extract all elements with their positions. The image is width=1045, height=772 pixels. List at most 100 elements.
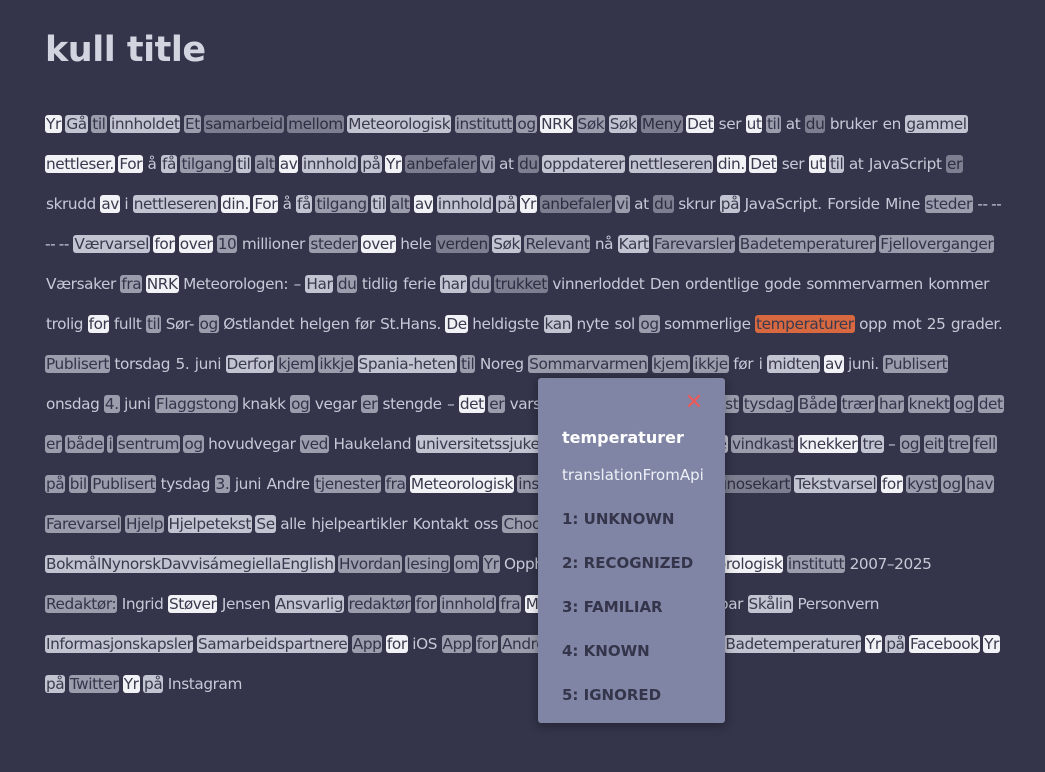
article-word[interactable]: og: [899, 435, 921, 453]
article-word[interactable]: du: [470, 275, 491, 293]
article-word[interactable]: –: [447, 395, 455, 413]
article-word[interactable]: Værsaker: [46, 275, 116, 293]
article-word[interactable]: tilgang: [315, 195, 368, 213]
article-word[interactable]: anbefaler: [405, 155, 477, 173]
article-word[interactable]: på: [361, 155, 382, 173]
article-word[interactable]: er: [45, 435, 62, 453]
level-known-button[interactable]: 4: KNOWN: [562, 642, 650, 660]
article-word[interactable]: har: [440, 275, 467, 293]
article-word[interactable]: skrudd: [46, 195, 96, 213]
article-word[interactable]: 5.: [175, 355, 190, 373]
article-word[interactable]: Søk: [492, 235, 521, 253]
article-word[interactable]: for: [385, 635, 408, 653]
article-word[interactable]: på: [719, 195, 741, 213]
article-word[interactable]: juni.: [848, 355, 879, 373]
level-familiar-button[interactable]: 3: FAMILIAR: [562, 598, 663, 616]
article-word[interactable]: redaktør: [347, 595, 412, 613]
article-word[interactable]: alt: [389, 195, 411, 213]
article-word[interactable]: før: [354, 315, 375, 333]
article-word[interactable]: Hjelp: [124, 515, 165, 533]
article-word[interactable]: er: [361, 395, 379, 413]
article-word[interactable]: Derfor: [225, 355, 274, 373]
article-word[interactable]: NRK: [540, 115, 574, 133]
article-word[interactable]: ikkje: [693, 355, 729, 373]
article-word[interactable]: For: [253, 195, 279, 213]
article-word[interactable]: Yr: [482, 555, 500, 573]
article-word[interactable]: til: [371, 195, 387, 213]
article-word[interactable]: ser: [718, 115, 742, 133]
article-word[interactable]: trær: [840, 395, 875, 413]
article-word[interactable]: på: [45, 475, 66, 493]
article-word[interactable]: sol: [614, 315, 636, 333]
article-word[interactable]: Farevarsler: [652, 235, 736, 253]
article-word[interactable]: –: [888, 435, 896, 453]
article-word[interactable]: til: [236, 155, 252, 173]
article-word[interactable]: steder: [309, 235, 358, 253]
article-word[interactable]: steder: [924, 195, 973, 213]
article-word[interactable]: lesing: [405, 555, 451, 573]
article-word[interactable]: til: [91, 115, 107, 133]
level-unknown-button[interactable]: 1: UNKNOWN: [562, 510, 675, 528]
article-word[interactable]: App: [441, 635, 473, 653]
article-word[interactable]: Personvern: [797, 595, 880, 613]
article-word[interactable]: gode: [764, 275, 801, 293]
article-word[interactable]: 4.: [103, 395, 120, 413]
article-word[interactable]: du: [518, 155, 539, 173]
article-word[interactable]: er: [946, 155, 963, 173]
article-word[interactable]: Andre: [266, 475, 311, 493]
article-word[interactable]: Publisert: [91, 475, 157, 493]
article-word[interactable]: samarbeid: [204, 115, 284, 133]
article-word[interactable]: Kart: [617, 235, 650, 253]
article-word[interactable]: og: [290, 395, 311, 413]
article-word[interactable]: kjem: [277, 355, 315, 373]
article-word[interactable]: mot: [892, 315, 922, 333]
article-word[interactable]: Spania-heten: [357, 355, 457, 373]
article-word[interactable]: nå: [594, 235, 614, 253]
article-word[interactable]: Informasjonskapsler: [45, 635, 194, 653]
article-word[interactable]: ferie: [403, 275, 436, 293]
article-word[interactable]: 10: [216, 235, 238, 253]
article-word[interactable]: JavaScript.: [744, 195, 823, 213]
article-word[interactable]: til: [460, 355, 476, 373]
article-word[interactable]: ut: [808, 155, 826, 173]
article-word[interactable]: heldigste: [472, 315, 540, 333]
article-word[interactable]: for: [87, 315, 110, 333]
article-word[interactable]: App: [351, 635, 383, 653]
article-word[interactable]: av: [100, 195, 120, 213]
article-word[interactable]: tysdag: [160, 475, 211, 493]
article-word[interactable]: på: [143, 675, 164, 693]
article-word[interactable]: stengde: [382, 395, 443, 413]
article-word[interactable]: og: [198, 315, 219, 333]
article-word[interactable]: hele: [400, 235, 432, 253]
article-word[interactable]: til: [145, 315, 162, 333]
article-word[interactable]: til: [829, 155, 845, 173]
article-word[interactable]: tidlig: [361, 275, 398, 293]
article-word[interactable]: i: [124, 195, 129, 213]
article-word[interactable]: av: [278, 155, 299, 173]
article-word[interactable]: Se: [255, 515, 276, 533]
article-word[interactable]: å: [282, 195, 292, 213]
article-word[interactable]: Ingrid: [121, 595, 164, 613]
article-word[interactable]: på: [885, 635, 906, 653]
article-word[interactable]: å: [147, 155, 157, 173]
article-word[interactable]: Haukeland: [333, 435, 412, 453]
article-word[interactable]: Sommarvarmen: [528, 355, 649, 373]
article-word[interactable]: sentrum: [116, 435, 180, 453]
article-word[interactable]: mellom: [287, 115, 344, 133]
article-word[interactable]: fra: [499, 595, 522, 613]
article-word[interactable]: onsdag: [46, 395, 100, 413]
article-word[interactable]: vi: [615, 195, 630, 213]
article-word[interactable]: Det: [686, 115, 715, 133]
article-word[interactable]: og: [183, 435, 204, 453]
article-word[interactable]: Østlandet: [223, 315, 295, 333]
article-word[interactable]: Jensen: [221, 595, 271, 613]
article-word[interactable]: innhold: [436, 195, 493, 213]
article-word[interactable]: institutt: [454, 115, 513, 133]
article-word[interactable]: Yr: [122, 675, 140, 693]
article-word[interactable]: du: [804, 115, 826, 133]
article-word[interactable]: Støver: [167, 595, 218, 613]
article-word[interactable]: Meteorologisk: [347, 115, 452, 133]
article-word[interactable]: 2007–2025: [849, 555, 932, 573]
article-word[interactable]: få: [161, 155, 177, 173]
article-word[interactable]: både: [65, 435, 104, 453]
